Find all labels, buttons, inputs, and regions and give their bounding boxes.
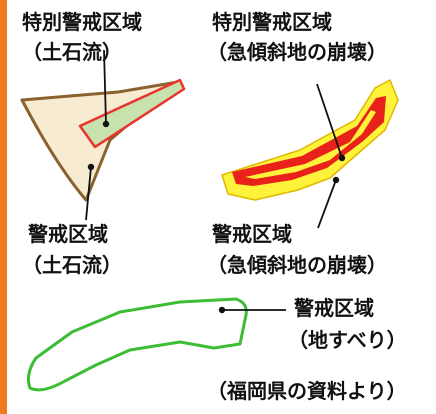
slope-special-zone (232, 96, 386, 186)
label-slope-special-sub: （急傾斜地の崩壊） (207, 40, 387, 64)
leader-dot-mr (332, 176, 340, 184)
label-debris-warning-title: 警戒区域 (28, 222, 108, 246)
accent-bar (0, 0, 7, 414)
label-slope-warning-title: 警戒区域 (212, 222, 292, 246)
debris-flow-special-zone (78, 78, 186, 149)
label-slope-warning-sub: （急傾斜地の崩壊） (207, 253, 387, 277)
leader-line-ml (85, 166, 92, 221)
label-debris-warning-sub: （土石流） (22, 253, 122, 277)
label-landslide-warning-sub: （地すべり） (288, 328, 407, 352)
label-slope-special-title: 特別警戒区域 (212, 10, 332, 34)
source-note: （福岡県の資料より） (207, 379, 407, 403)
leader-line-tl (103, 49, 107, 125)
slope-warning-zone-inner (245, 110, 376, 179)
leader-dot-tl (102, 120, 110, 128)
label-debris-special-sub: （土石流） (22, 40, 122, 64)
landslide-warning-zone (27, 297, 248, 392)
leader-line-mr (317, 179, 337, 229)
label-landslide-warning-title: 警戒区域 (294, 296, 374, 320)
leader-dot-ml (87, 163, 95, 171)
leader-dot-tr (338, 154, 346, 162)
label-debris-special-title: 特別警戒区域 (22, 10, 142, 34)
leader-line-tr (316, 83, 343, 159)
leader-dot-br (218, 306, 226, 314)
